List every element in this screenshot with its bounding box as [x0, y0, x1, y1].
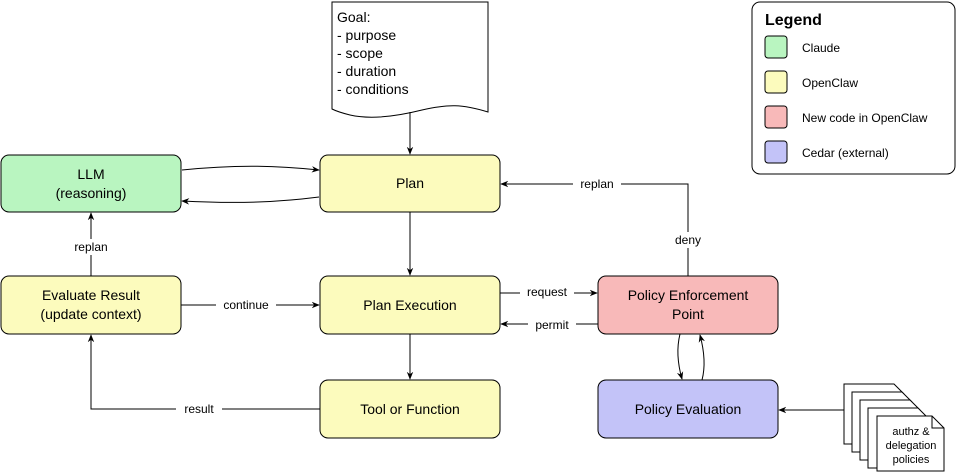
label-bg	[176, 401, 222, 417]
llm-label: LLM	[77, 166, 104, 182]
goal-line: - purpose	[337, 27, 396, 43]
pep-label: Policy Enforcement	[628, 287, 749, 303]
goal-document-shape	[331, 1, 489, 118]
goal-document: Goal: - purpose - scope - duration - con…	[331, 1, 489, 118]
label-bg	[216, 297, 276, 313]
edge-pep-to-policy-evaluation	[676, 333, 684, 380]
legend-label-new-code: New code in OpenClaw	[802, 111, 928, 125]
evaluate-box	[0, 275, 182, 335]
goal-line: - conditions	[337, 81, 409, 97]
legend-swatch-openclaw	[764, 70, 788, 94]
legend-swatch-claude	[764, 35, 788, 59]
policies-document-stack: authz & delegation policies	[843, 383, 945, 472]
pep-sublabel: Point	[672, 306, 704, 322]
label-bg	[520, 284, 574, 300]
evaluate-sublabel: (update context)	[40, 306, 141, 322]
edge-label-continue: continue	[223, 298, 269, 312]
plan-node: Plan	[319, 154, 501, 213]
evaluate-node: Evaluate Result (update context)	[0, 275, 182, 335]
plan-execution-node: Plan Execution	[319, 275, 501, 335]
policies-label-line: delegation	[886, 440, 937, 452]
llm-sublabel: (reasoning)	[56, 185, 127, 201]
legend-title: Legend	[765, 12, 822, 29]
legend-swatch-cedar	[764, 140, 788, 164]
pep-box	[597, 275, 779, 335]
edge-tool-to-evaluate	[87, 334, 320, 410]
legend-box	[751, 1, 956, 175]
edge-label-replan-left: replan	[74, 240, 107, 254]
evaluate-label: Evaluate Result	[42, 287, 140, 303]
plan-execution-label: Plan Execution	[363, 297, 456, 313]
policies-label-line: authz &	[892, 426, 930, 438]
policy-page-fold	[931, 416, 944, 429]
tool-label: Tool or Function	[360, 401, 460, 417]
policy-page-front	[876, 415, 945, 472]
edge-pep-deny-replan	[500, 180, 689, 276]
legend-label-cedar: Cedar (external)	[802, 146, 889, 160]
llm-box	[0, 154, 182, 213]
plan-label: Plan	[396, 175, 424, 191]
tool-node: Tool or Function	[319, 379, 501, 439]
legend-label-openclaw: OpenClaw	[802, 76, 858, 90]
llm-node: LLM (reasoning)	[0, 154, 182, 213]
edge-label-replan-top: replan	[580, 177, 613, 191]
edge-label-deny: deny	[675, 233, 701, 247]
legend: Legend Claude OpenClaw New code in OpenC…	[751, 1, 956, 175]
edge-label-permit: permit	[535, 318, 569, 332]
legend-swatch-new-code	[764, 105, 788, 129]
edge-label-result: result	[184, 402, 214, 416]
label-bg	[528, 317, 576, 333]
label-bg	[668, 232, 708, 248]
policy-evaluation-node: Policy Evaluation	[597, 379, 779, 439]
policy-evaluation-box	[597, 379, 779, 439]
policies-label-line: policies	[893, 454, 930, 466]
pep-node: Policy Enforcement Point	[597, 275, 779, 335]
policy-evaluation-label: Policy Evaluation	[635, 401, 742, 417]
goal-line: Goal:	[337, 9, 370, 25]
goal-line: - scope	[337, 45, 383, 61]
label-bg	[66, 239, 116, 255]
edge-policy-evaluation-to-pep	[698, 334, 705, 381]
edge-labels: replan deny replan continue request perm…	[66, 176, 708, 417]
legend-label-claude: Claude	[802, 41, 840, 55]
edge-llm-to-plan	[181, 165, 320, 173]
edge-label-request: request	[527, 285, 568, 299]
label-bg	[573, 176, 621, 192]
edges	[87, 112, 844, 414]
goal-line: - duration	[337, 63, 396, 79]
edge-plan-to-llm	[181, 196, 320, 205]
